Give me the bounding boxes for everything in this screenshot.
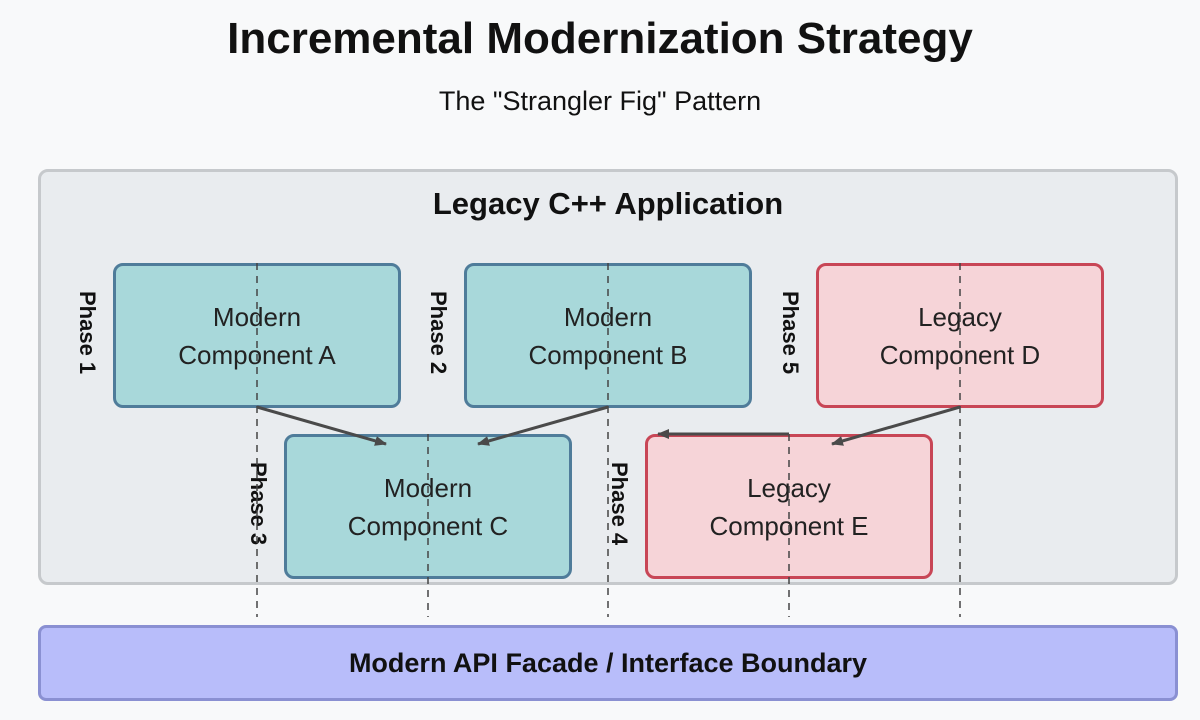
component-e-box[interactable]: Legacy Component E bbox=[645, 434, 933, 579]
component-c-box[interactable]: Modern Component C bbox=[284, 434, 572, 579]
phase-5-label: Phase 5 bbox=[778, 291, 803, 375]
component-c-label: Modern Component C bbox=[347, 472, 509, 541]
phase-2-label: Phase 2 bbox=[426, 291, 451, 375]
component-e-label: Legacy Component E bbox=[709, 472, 869, 541]
phase-3-label: Phase 3 bbox=[246, 462, 271, 546]
component-a-label: Modern Component A bbox=[178, 301, 336, 370]
component-b-label: Modern Component B bbox=[528, 301, 688, 370]
diagram-subtitle: The "Strangler Fig" Pattern bbox=[438, 86, 762, 116]
api-facade-label: Modern API Facade / Interface Boundary bbox=[348, 647, 868, 678]
component-a-box[interactable]: Modern Component A bbox=[113, 263, 401, 408]
component-d-label: Legacy Component D bbox=[879, 301, 1041, 370]
component-d-box[interactable]: Legacy Component D bbox=[816, 263, 1104, 408]
api-facade-boundary: Modern API Facade / Interface Boundary bbox=[38, 625, 1178, 701]
phase-4-label: Phase 4 bbox=[607, 462, 632, 546]
phase-1-label: Phase 1 bbox=[75, 291, 100, 375]
legacy-application-label: Legacy C++ Application bbox=[432, 186, 784, 221]
component-b-box[interactable]: Modern Component B bbox=[464, 263, 752, 408]
diagram-title: Incremental Modernization Strategy bbox=[227, 14, 973, 63]
